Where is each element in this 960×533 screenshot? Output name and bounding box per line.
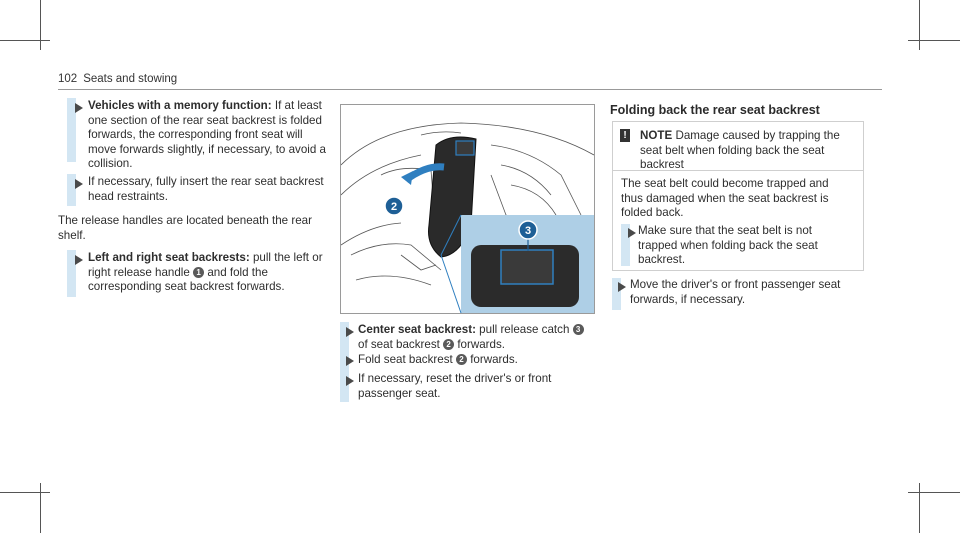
accent-bar	[67, 250, 76, 297]
step-arrow-icon	[75, 103, 83, 113]
note-divider	[613, 170, 863, 171]
note-box	[612, 121, 864, 271]
step-body: If at least one section of the rear seat…	[88, 99, 326, 170]
step-body: Fold seat backrest	[358, 353, 453, 366]
reference-number: 2	[455, 354, 467, 365]
step-reset-seat: If necessary, reset the driver's or fron…	[358, 372, 568, 401]
section-title: Seats and stowing	[83, 73, 178, 85]
page-header: 102 Seats and stowing	[58, 73, 177, 85]
callout-3: 3	[525, 225, 531, 237]
step-center-backrest: Center seat backrest: pull release catch…	[358, 323, 594, 352]
note-body: The seat belt could become trapped and t…	[621, 177, 853, 221]
paragraph-text: The release handles are located beneath …	[58, 214, 312, 242]
step-title: Center seat backrest:	[358, 323, 476, 336]
accent-bar	[67, 174, 76, 206]
reference-number: 2	[443, 338, 455, 350]
step-move-seat: Move the driver's or front passenger sea…	[630, 278, 862, 307]
step-arrow-icon	[346, 376, 354, 386]
crop-mark	[908, 492, 960, 493]
step-fold-backrest: Fold seat backrest 2 forwards.	[358, 353, 594, 368]
page-number: 102	[58, 73, 78, 85]
step-arrow-icon	[346, 327, 354, 337]
accent-bar	[340, 322, 349, 352]
header-rule	[58, 89, 882, 90]
step-body: forwards.	[470, 353, 518, 366]
crop-mark	[0, 40, 50, 41]
callout-2: 2	[391, 201, 397, 213]
step-title: Left and right seat backrests:	[88, 251, 250, 264]
step-body: If necessary, reset the driver's or fron…	[358, 372, 552, 400]
step-arrow-icon	[618, 282, 626, 292]
step-title: Vehicles with a memory function:	[88, 99, 272, 112]
step-body: Move the driver's or front passenger sea…	[630, 278, 841, 306]
accent-bar	[67, 98, 76, 162]
step-left-right-backrests: Left and right seat backrests: pull the …	[88, 251, 328, 295]
crop-mark	[908, 40, 960, 41]
crop-mark	[919, 483, 920, 533]
step-body: forwards.	[457, 337, 505, 351]
step-head-restraints: If necessary, fully insert the rear seat…	[88, 175, 328, 204]
seat-illustration: 2 3	[340, 104, 595, 314]
note-step-text: Make sure that the seat belt is not trap…	[638, 224, 818, 266]
paragraph-release-handles: The release handles are located beneath …	[58, 214, 328, 243]
step-body: of seat backrest	[358, 337, 440, 351]
accent-bar	[621, 224, 630, 266]
crop-mark	[0, 492, 50, 493]
step-arrow-icon	[75, 179, 83, 189]
seat-drawing: 2 3	[341, 122, 594, 313]
crop-mark	[919, 0, 920, 50]
step-memory-function: Vehicles with a memory function: If at l…	[88, 99, 328, 172]
crop-mark	[40, 0, 41, 50]
step-body: and fold the corresponding seat backrest…	[88, 265, 285, 294]
step-arrow-icon	[75, 255, 83, 265]
section-heading: Folding back the rear seat backrest	[610, 103, 820, 117]
note-body-text: The seat belt could become trapped and t…	[621, 177, 829, 219]
note-label: NOTE	[640, 129, 673, 142]
note-header: NOTE Damage caused by trapping the seat …	[640, 129, 852, 173]
accent-bar	[612, 278, 621, 310]
step-arrow-icon	[346, 356, 354, 366]
accent-bar	[340, 374, 349, 402]
crop-mark	[40, 483, 41, 533]
step-arrow-icon	[628, 228, 636, 238]
note-title: Damage caused by trapping the seat belt …	[640, 129, 840, 171]
step-body: If necessary, fully insert the rear seat…	[88, 175, 324, 203]
warning-icon: !	[620, 129, 630, 142]
step-body: pull the left or right release handle	[88, 251, 323, 279]
step-body: pull release catch	[479, 323, 570, 336]
reference-number: 1	[193, 266, 205, 278]
note-step: Make sure that the seat belt is not trap…	[638, 224, 843, 268]
reference-number: 3	[572, 324, 584, 335]
accent-bar	[340, 352, 349, 374]
